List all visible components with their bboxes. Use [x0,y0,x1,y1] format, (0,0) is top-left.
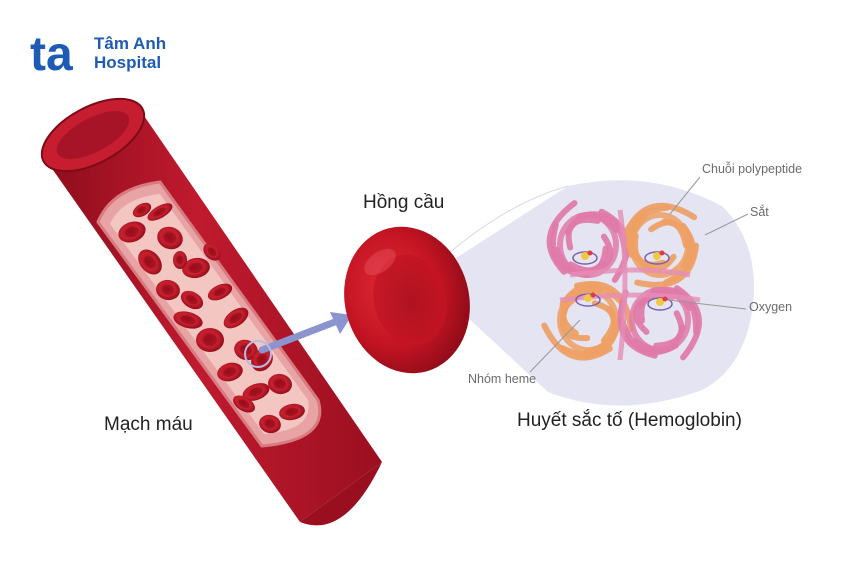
vessel-cell [156,279,180,301]
label-heme-group: Nhóm heme [468,372,537,386]
heme-group [572,250,598,265]
hospital-logo: ta Tâm Anh Hospital [30,28,180,78]
vessel-cell [173,251,187,269]
polypeptide-chain [569,267,691,278]
blood-vessel [40,97,382,526]
vessel-cell [259,414,281,434]
vessel-cell [118,221,146,243]
polypeptide-chain [617,285,702,361]
vessel-cell [138,249,162,275]
vessel-cell [180,290,204,310]
logo-line-1: Tâm Anh [94,34,167,53]
vessel-cell [196,328,224,352]
polypeptide-chain [623,202,699,288]
vessel-cell [203,243,221,261]
label-blood-vessel: Mạch máu [104,414,193,435]
vessel-cell [268,373,292,395]
label-iron: Sắt [750,205,769,219]
vessel-cells [118,202,305,434]
vessel-cell [182,257,210,279]
vessel-cell [279,403,305,421]
vessel-cell [173,311,203,329]
vessel-cell [217,362,243,382]
heme-group [647,296,673,311]
vessel-cell [157,226,183,250]
label-red-blood-cell: Hồng cầu [363,192,445,213]
pointer-arrow [244,312,352,368]
label-oxygen: Oxygen [749,300,793,314]
logo-line-2: Hospital [94,53,162,72]
vessel-cell [251,348,273,372]
vessel-cell [242,383,270,401]
logo-wordmark: Tâm Anh Hospital [94,34,166,72]
hemoglobin-molecule [541,200,702,361]
vessel-cell [233,395,255,413]
label-polypeptide-chain: Chuỗi polypeptide [702,162,803,176]
logo-mark-text: ta [30,28,73,76]
vessel-cell [132,202,152,218]
vessel-cell [207,283,233,301]
label-lines [529,176,749,373]
heme-group [644,250,670,265]
vessel-cell [223,307,249,329]
vessel-cell [147,203,173,221]
label-hemoglobin: Huyết sắc tố (Hemoglobin) [517,410,742,431]
polypeptide-chain [617,209,628,361]
heme-group [575,292,601,307]
red-blood-cell [344,226,470,374]
logo-mark-icon: ta [30,28,73,76]
